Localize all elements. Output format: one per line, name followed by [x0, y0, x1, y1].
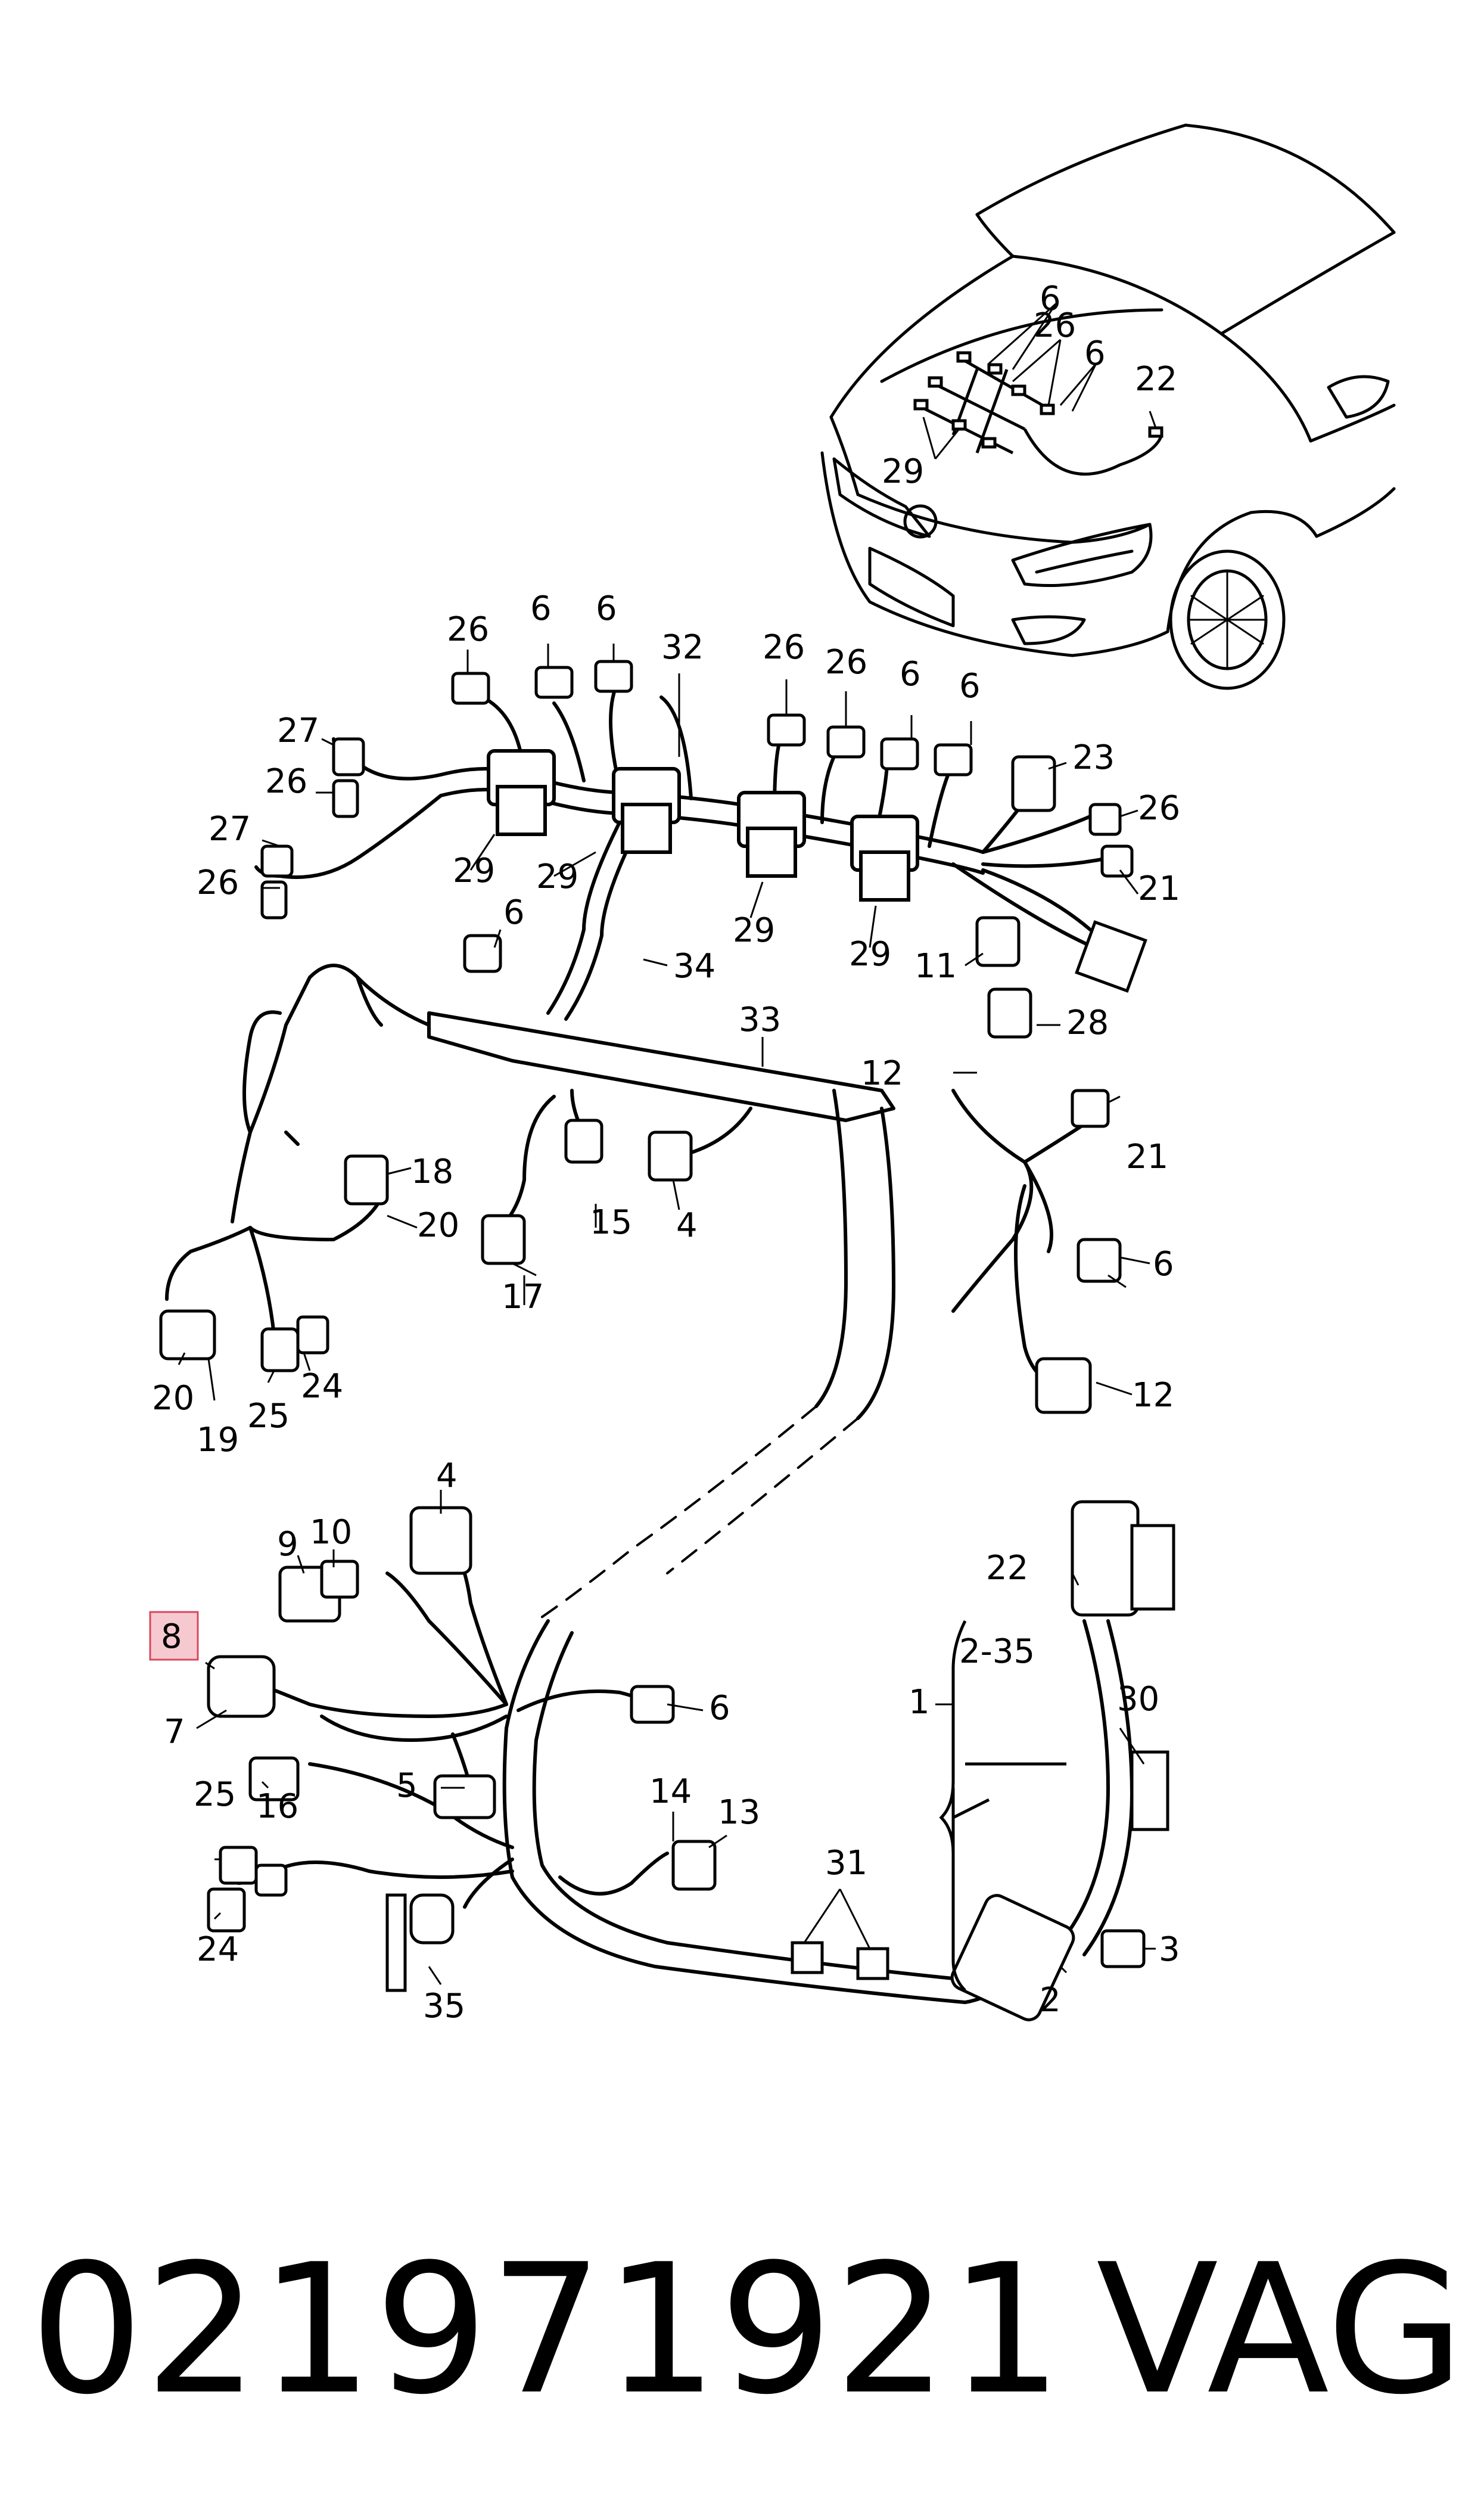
upper-connectors — [260, 660, 1147, 1039]
callout-26: 26 — [763, 628, 805, 667]
callout-23: 23 — [1072, 738, 1115, 777]
hood-harness-inset — [913, 303, 1163, 476]
callout-20: 20 — [152, 1379, 194, 1418]
callout-25: 25 — [194, 1775, 236, 1814]
part-number: 021971921 — [30, 2226, 1064, 2434]
callout-12: 12 — [861, 1054, 903, 1093]
callout-2-35: 2-35 — [959, 1632, 1035, 1671]
callout-6: 6 — [530, 589, 552, 628]
callout-29: 29 — [882, 452, 924, 491]
callout-33: 33 — [739, 1001, 781, 1039]
callout-20: 20 — [417, 1206, 459, 1245]
relay-boxes — [487, 749, 919, 902]
callout-32: 32 — [661, 628, 704, 667]
callout-31: 31 — [825, 1844, 867, 1883]
callout-16: 16 — [256, 1787, 298, 1826]
callout-26: 26 — [1138, 789, 1180, 828]
callout-28: 28 — [1066, 1004, 1109, 1042]
callout-4: 4 — [436, 1456, 458, 1495]
middle-harness — [165, 964, 1092, 1622]
callout-24: 24 — [301, 1367, 343, 1406]
callout-18: 18 — [411, 1153, 453, 1191]
callout-5: 5 — [396, 1766, 418, 1805]
callout-27: 27 — [277, 712, 319, 750]
callout-17: 17 — [502, 1278, 544, 1316]
callout-13: 13 — [718, 1793, 760, 1832]
callout-labels-lower: 7 6 2-35 1 22 30 5 16 14 13 25 31 24 35 … — [164, 1549, 1180, 2026]
callout-15: 15 — [590, 1203, 632, 1242]
callout-29: 29 — [536, 858, 578, 896]
callout-6: 6 — [709, 1689, 730, 1728]
callout-29: 29 — [849, 935, 891, 974]
callout-26: 26 — [197, 864, 239, 902]
callout-3: 3 — [1159, 1930, 1180, 1969]
assembly-bracket — [939, 1620, 1066, 1992]
callout-21: 21 — [1138, 869, 1180, 908]
callout-25: 25 — [247, 1397, 290, 1436]
callout-27: 27 — [209, 810, 251, 849]
callout-26: 26 — [265, 762, 307, 801]
callout-2: 2 — [1040, 1981, 1061, 2020]
callout-7: 7 — [164, 1713, 185, 1751]
callout-6: 6 — [959, 667, 981, 706]
callout-22: 22 — [986, 1549, 1028, 1588]
middle-connectors — [159, 1089, 1122, 1414]
car-illustration — [820, 123, 1396, 690]
leader-lines — [178, 644, 1156, 1985]
callout-10: 10 — [310, 1513, 352, 1552]
callout-6: 6 — [900, 655, 921, 694]
callout-8-highlight[interactable]: 8 — [149, 1611, 199, 1661]
callout-29: 29 — [733, 911, 775, 950]
callout-26: 26 — [1034, 306, 1076, 345]
brand-label: VAG — [1096, 2226, 1465, 2434]
callout-21: 21 — [1126, 1138, 1168, 1176]
callout-26: 26 — [825, 643, 867, 682]
callout-30: 30 — [1117, 1680, 1159, 1719]
callout-22: 22 — [1135, 360, 1177, 399]
callout-12: 12 — [1132, 1376, 1174, 1415]
callout-6: 6 — [1084, 334, 1106, 373]
callout-6: 6 — [503, 893, 525, 932]
callout-34: 34 — [673, 947, 715, 986]
callout-11: 11 — [914, 947, 957, 986]
callout-9: 9 — [277, 1525, 298, 1564]
callout-6: 6 — [1040, 279, 1061, 318]
callout-29: 29 — [453, 852, 495, 890]
callout-19: 19 — [197, 1421, 239, 1459]
callout-6: 6 — [596, 589, 617, 628]
callout-35: 35 — [423, 1987, 465, 2026]
callout-4: 4 — [676, 1206, 698, 1245]
callout-labels: 6 26 6 22 29 26 6 6 32 26 26 6 6 27 26 2… — [152, 279, 1180, 1564]
lower-connectors — [207, 1500, 1175, 2021]
callout-6: 6 — [1153, 1245, 1174, 1284]
callout-1: 1 — [909, 1683, 930, 1722]
callout-8: 8 — [161, 1617, 182, 1656]
callout-26: 26 — [447, 610, 489, 649]
callout-24: 24 — [197, 1930, 239, 1969]
callout-14: 14 — [649, 1772, 692, 1811]
